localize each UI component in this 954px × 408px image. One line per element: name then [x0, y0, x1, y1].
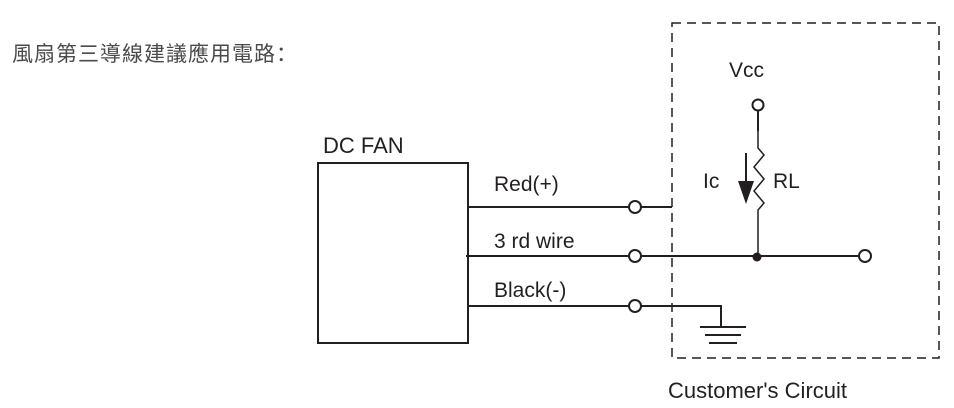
red-wire-label: Red(+): [494, 173, 559, 196]
red-wire-terminal: [628, 200, 642, 214]
output-terminal: [858, 249, 872, 263]
customer-circuit-label: Customer's Circuit: [668, 378, 847, 403]
dc-fan-box: [317, 162, 469, 344]
vcc-label: Vcc: [729, 59, 764, 82]
resistor-label: RL: [773, 170, 800, 193]
ground-connection: [641, 305, 722, 327]
third-wire-label: 3 rd wire: [494, 230, 575, 253]
current-arrow-head: [738, 181, 754, 204]
junction-dot: [752, 252, 762, 262]
vcc-terminal: [751, 98, 765, 112]
current-label: Ic: [703, 170, 719, 193]
page-heading: 風扇第三導線建議應用電路：: [12, 42, 298, 66]
dc-fan-label: DC FAN: [323, 133, 404, 158]
black-wire-label: Black(-): [494, 279, 566, 302]
black-wire-terminal: [628, 299, 642, 313]
third-wire-terminal: [628, 249, 642, 263]
load-resistor: [753, 131, 765, 255]
customer-circuit-boundary: [671, 22, 940, 359]
